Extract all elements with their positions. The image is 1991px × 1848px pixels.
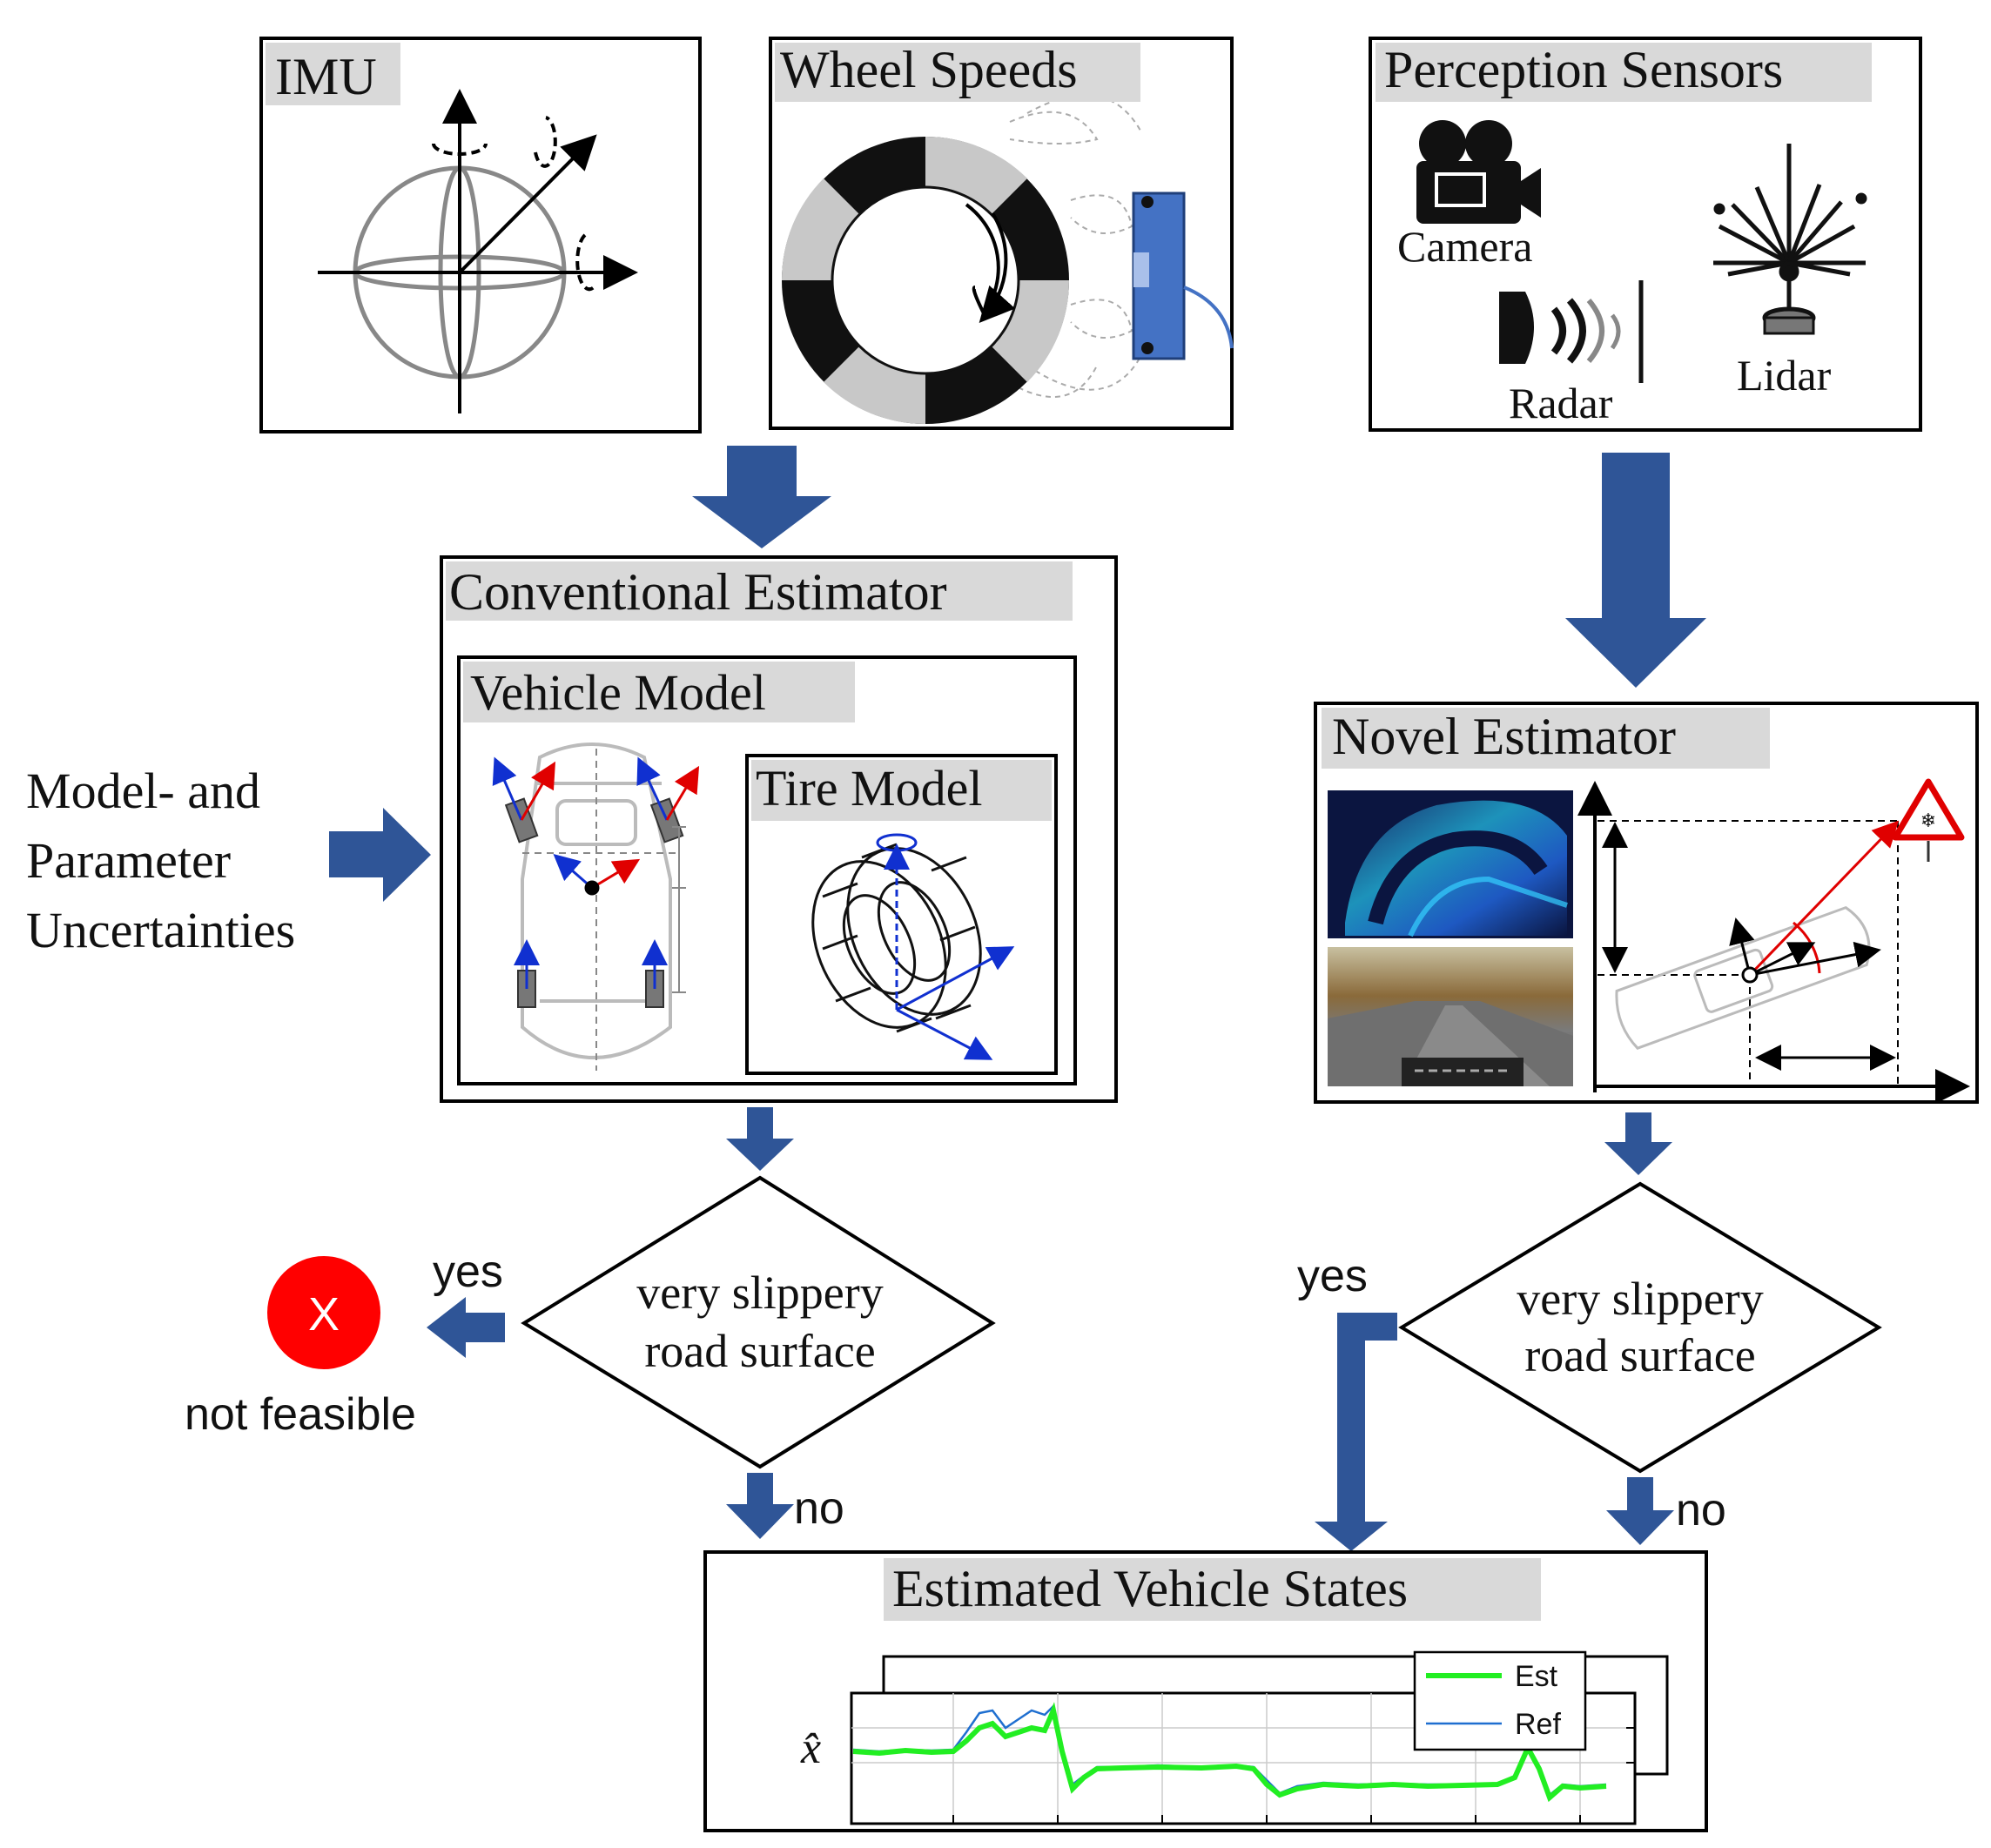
wheel-speeds-box: Wheel Speeds	[769, 37, 1234, 430]
est-line	[852, 1702, 1607, 1803]
not-feasible-icon: X	[267, 1256, 380, 1369]
camera-icon	[1416, 120, 1541, 224]
road-camera-image	[1328, 947, 1573, 1086]
decision-right: very slippery road surface	[1398, 1181, 1882, 1474]
decision-right-no-label: no	[1676, 1485, 1726, 1536]
estimated-states-box: Estimated Vehicle States	[703, 1550, 1708, 1832]
arrow-uncertainty-to-conventional	[329, 808, 431, 902]
kinematics-plot: ❄	[1577, 778, 1970, 1104]
decision-right-yes-label: yes	[1297, 1251, 1368, 1301]
decision-left-yes-label: yes	[433, 1247, 503, 1297]
tire-mesh-icon	[811, 843, 982, 1033]
arrow-left-no	[726, 1473, 794, 1539]
conventional-estimator-title: Conventional Estimator	[449, 563, 947, 621]
uncertainty-label: Model- and Parameter Uncertainties	[26, 763, 295, 958]
vehicle-model-title: Vehicle Model	[470, 664, 766, 721]
arrow-novel-to-decision	[1604, 1112, 1672, 1175]
arrow-right-no	[1606, 1477, 1674, 1545]
estimated-states-title: Estimated Vehicle States	[892, 1560, 1408, 1617]
arrow-sensors-to-conventional	[692, 446, 831, 548]
wheel-speeds-title: Wheel Speeds	[780, 41, 1078, 98]
not-feasible-label: not feasible	[185, 1389, 416, 1440]
camera-label: Camera	[1397, 222, 1532, 271]
not-feasible-symbol: X	[308, 1288, 340, 1341]
legend-est: Est	[1515, 1660, 1558, 1693]
perception-sensors-box: Perception Sensors Camera Radar	[1369, 37, 1922, 432]
decision-left-line-1: very slippery	[636, 1267, 883, 1319]
novel-estimator-box: Novel Estimator	[1314, 702, 1979, 1104]
perception-sensors-title: Perception Sensors	[1384, 41, 1783, 98]
state-y-symbol: x̂	[800, 1724, 821, 1773]
legend-ref: Ref	[1515, 1708, 1561, 1741]
tire-model-title: Tire Model	[756, 760, 983, 816]
arrow-conventional-to-decision	[726, 1107, 794, 1171]
radar-icon	[1499, 280, 1644, 383]
novel-estimator-title: Novel Estimator	[1332, 708, 1676, 765]
uncertainty-line-2: Parameter	[26, 832, 231, 889]
slippery-road-warning-icon: ❄	[1892, 778, 1965, 862]
svg-text:❄: ❄	[1920, 810, 1936, 832]
decision-right-line-2: road surface	[1524, 1329, 1755, 1381]
vehicle-force-vectors	[492, 756, 700, 989]
decision-left: very slippery road surface	[521, 1175, 996, 1469]
states-plot: Est Ref x̂	[800, 1650, 1669, 1825]
encoder-wheel-icon	[781, 136, 1070, 425]
uncertainty-line-3: Uncertainties	[26, 902, 295, 958]
lidar-label: Lidar	[1737, 351, 1832, 400]
imu-box: IMU	[259, 37, 702, 433]
lidar-icon	[1713, 144, 1867, 335]
decision-left-line-2: road surface	[644, 1325, 875, 1377]
uncertainty-line-1: Model- and	[26, 763, 260, 819]
radar-label: Radar	[1509, 379, 1613, 427]
pointcloud-image	[1328, 790, 1573, 938]
wheel-speed-sensor-icon	[1132, 192, 1234, 360]
arrow-right-yes	[1315, 1313, 1397, 1551]
decision-left-no-label: no	[794, 1483, 844, 1534]
conventional-estimator-box: Conventional Estimator Vehicle Model	[440, 555, 1118, 1103]
arrow-perception-to-novel	[1565, 453, 1706, 688]
imu-title: IMU	[275, 48, 377, 105]
arrow-left-yes	[427, 1297, 505, 1358]
decision-right-line-1: very slippery	[1517, 1273, 1763, 1325]
